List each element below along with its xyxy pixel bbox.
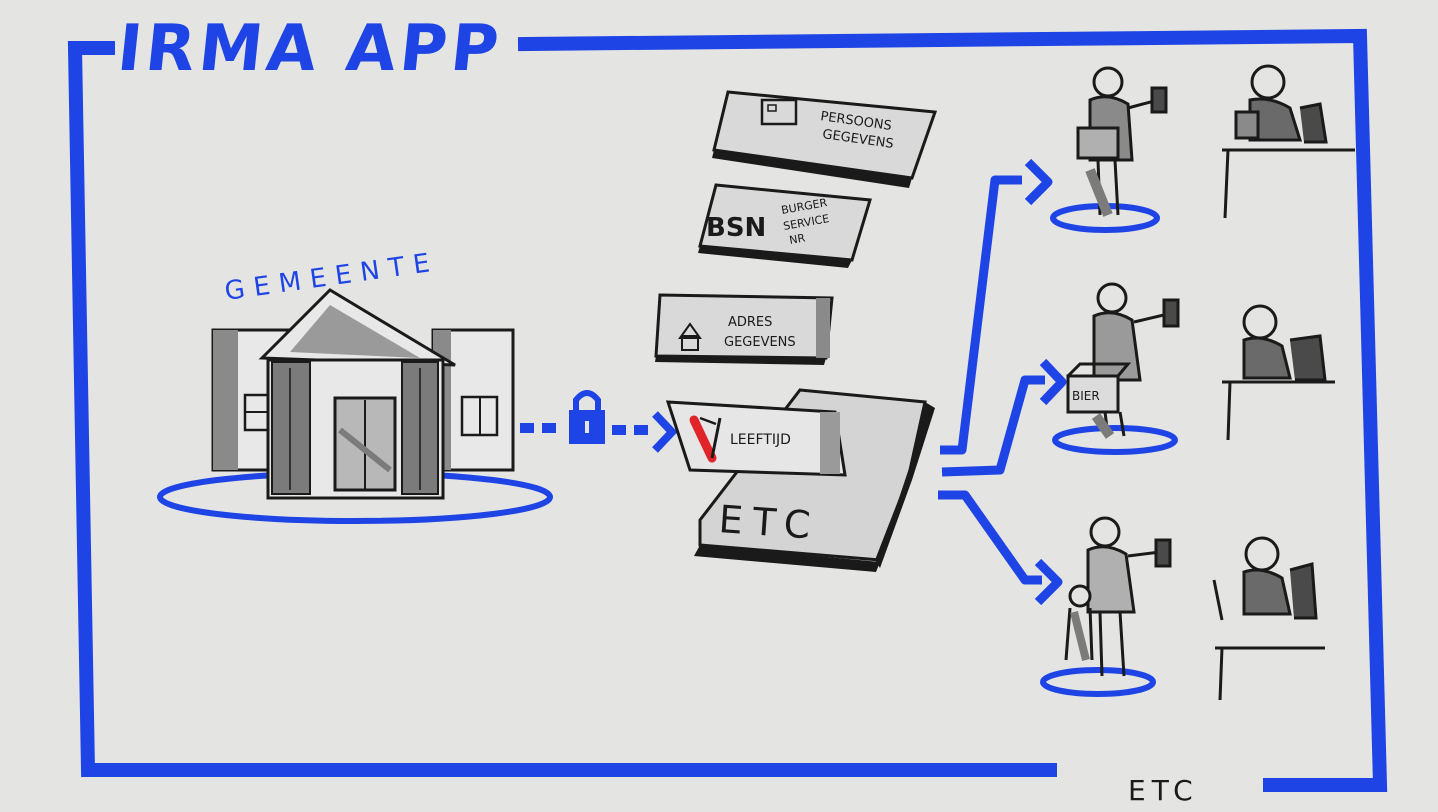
arrow-to-recipient-1 [940, 175, 1022, 455]
footer-etc-label: ETC [1128, 774, 1199, 807]
desk-clerk-2-icon [1222, 304, 1335, 441]
recipient-3-ring [1040, 667, 1156, 697]
gemeente-building: GEMEENTE [157, 247, 553, 524]
checkmark-icon [689, 415, 722, 463]
arrow-to-recipient-3 [938, 490, 1042, 585]
page-title: IRMA APP [114, 12, 506, 86]
beer-crate-label: BIER [1072, 389, 1100, 403]
card-persoons-gegevens: PERSOONS GEGEVENS [712, 90, 938, 188]
arrow-to-recipient-2 [941, 375, 1045, 477]
desk-clerk-3-icon [1212, 536, 1325, 701]
person-with-package-icon [1076, 66, 1168, 217]
branch-arrows [938, 158, 1067, 606]
house-icon [678, 322, 702, 351]
person-with-child-icon [1064, 516, 1172, 677]
card-bsn-abbr: BSN [706, 213, 766, 243]
card-bsn-line3: NR [788, 231, 806, 247]
card-leeftijd: LEEFTIJD [665, 400, 847, 477]
arrowhead-1 [1024, 158, 1053, 206]
card-leeftijd-label: LEEFTIJD [730, 432, 791, 448]
recipient-2: BIER [1052, 282, 1335, 455]
recipient-2-ring [1052, 425, 1178, 455]
secure-transfer-arrow [520, 390, 678, 453]
recipient-1 [1050, 64, 1355, 233]
lock-icon [569, 390, 605, 444]
id-card-icon [760, 98, 798, 126]
frame [67, 28, 1388, 792]
arrowhead-3 [1034, 558, 1063, 606]
card-bsn: BSN BURGER SERVICE NR [698, 183, 872, 268]
card-adres-line1: ADRES [728, 315, 772, 330]
stack-etc-label: ETC [717, 497, 821, 548]
person-with-beer-crate-icon: BIER [1066, 282, 1180, 439]
card-adres-line2: GEGEVENS [724, 335, 796, 350]
desk-clerk-1-icon [1222, 64, 1355, 219]
recipient-3 [1040, 516, 1325, 701]
card-adres-gegevens: ADRES GEGEVENS [654, 293, 834, 365]
arrowhead-2 [1039, 358, 1067, 406]
